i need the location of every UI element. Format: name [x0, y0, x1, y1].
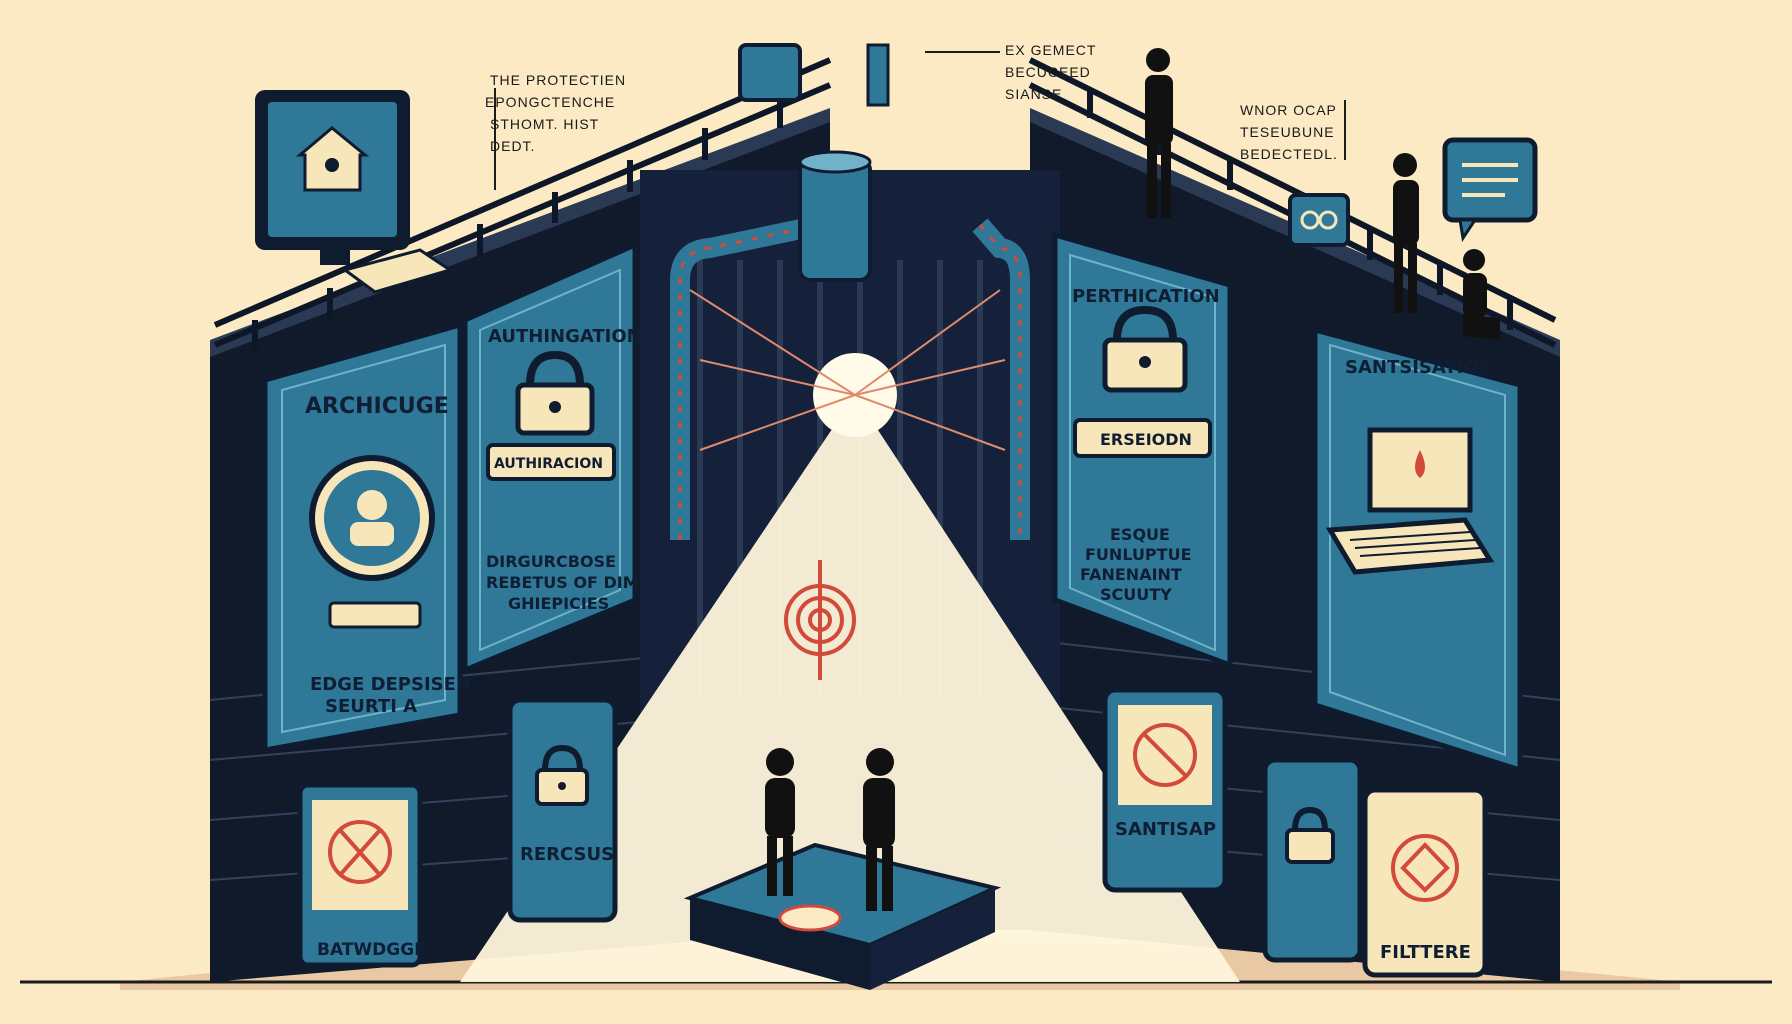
callout-top-mid-2: BECUCEED	[1005, 64, 1091, 80]
server-cylinder	[798, 158, 872, 282]
right-low-2-label: FILTTERE	[1380, 942, 1471, 963]
callout-top-mid-3: SIANSE	[1005, 86, 1062, 102]
left-inner-title: AUTHINGATION	[488, 326, 642, 347]
right-inner-body-2: FUNLUPTUE	[1085, 545, 1192, 564]
person-top-right	[1393, 153, 1419, 313]
target-icon	[784, 560, 856, 680]
left-outer-badge	[328, 601, 422, 629]
left-inner-body-2: REBETUS OF DIM	[486, 573, 639, 592]
callout-top-right: WNOR OCAP TESEUBUNE BEDECTEDL.	[1240, 100, 1346, 162]
laptop-alert-icon	[1325, 427, 1495, 575]
panel-left-outer: ARCHICUGE EDGE DEPSISEN SEURTI A	[262, 321, 471, 753]
left-inner-body-1: DIRGURCBOSE	[486, 552, 616, 571]
panel-left-inner: AUTHINGATION AUTHIRACION DIRGURCBOSE REB…	[462, 241, 642, 674]
person-top-mid	[1145, 48, 1173, 218]
left-low-1-label: BATWDGGE	[317, 940, 426, 960]
diamond-target-icon	[1391, 834, 1459, 902]
right-low-1-label: SANTISAP	[1115, 819, 1216, 840]
left-inner-badge	[486, 443, 616, 481]
mini-screen-icon	[738, 43, 890, 107]
left-low-2-label: RERCSUS	[520, 844, 614, 865]
padlock-icon	[515, 350, 595, 436]
callout-top-left-4: DEDT.	[490, 138, 535, 154]
left-inner-badge-text: AUTHIRACION	[494, 456, 603, 472]
link-box-icon	[1288, 193, 1350, 247]
panel-left-low-1: BATWDGGE	[297, 782, 426, 968]
left-outer-caption-1: EDGE DEPSISEN	[310, 674, 471, 695]
right-inner-title: PERTHICATION	[1072, 286, 1220, 307]
right-outer-title: SANTSISATIOE	[1345, 357, 1491, 378]
right-inner-badge	[1073, 418, 1212, 458]
panel-right-low-1: SANTISAP	[1102, 687, 1228, 893]
right-inner-body-1: ESQUE	[1110, 525, 1170, 544]
callout-top-mid: EX GEMECT BECUCEED SIANSE	[925, 42, 1096, 102]
left-outer-title: ARCHICUGE	[305, 394, 449, 419]
left-outer-caption-2: SEURTI A	[325, 696, 417, 717]
panel-right-low-2: FILTTERE	[1262, 757, 1488, 978]
panel-left-low-2: RERCSUS	[507, 697, 618, 923]
padlock-icon	[535, 744, 589, 806]
pedestal-right	[870, 888, 995, 990]
callout-top-left: THE PROTECTIEN EPONGCTENCHE STHOMT. HIST…	[485, 72, 626, 190]
padlock-icon	[1285, 806, 1335, 864]
person-seated	[1463, 249, 1500, 340]
callout-top-right-1: WNOR OCAP	[1240, 102, 1337, 118]
forbidden-icon	[1133, 723, 1197, 787]
chat-bubble-icon	[1442, 137, 1538, 242]
right-inner-body-4: SCUUTY	[1100, 585, 1172, 604]
right-inner-body-3: FANENAINT	[1080, 565, 1182, 584]
panel-right-inner: PERTHICATION ERSEIODN ESQUE FUNLUPTUE FA…	[1052, 231, 1233, 669]
light-rays	[689, 289, 1006, 451]
circle-grid-icon	[328, 820, 392, 884]
callout-top-left-2: EPONGCTENCHE	[485, 94, 615, 110]
person-right	[863, 748, 895, 911]
padlock-icon	[1102, 305, 1188, 393]
left-inner-body-3: GHIEPICIES	[508, 594, 609, 613]
callout-top-left-1: THE PROTECTIEN	[490, 72, 626, 88]
callout-top-right-2: TESEUBUNE	[1240, 124, 1335, 140]
home-monitor-icon	[255, 90, 454, 294]
pedestal-left	[690, 898, 870, 990]
panel-right-outer: SANTSISATIOE	[1312, 326, 1523, 774]
right-inner-badge-text: ERSEIODN	[1100, 430, 1192, 449]
callout-top-mid-1: EX GEMECT	[1005, 42, 1096, 58]
callout-top-right-3: BEDECTEDL.	[1240, 146, 1338, 162]
light-beam	[460, 395, 1240, 982]
callout-top-left-3: STHOMT. HIST	[490, 116, 599, 132]
person-left	[765, 748, 795, 896]
